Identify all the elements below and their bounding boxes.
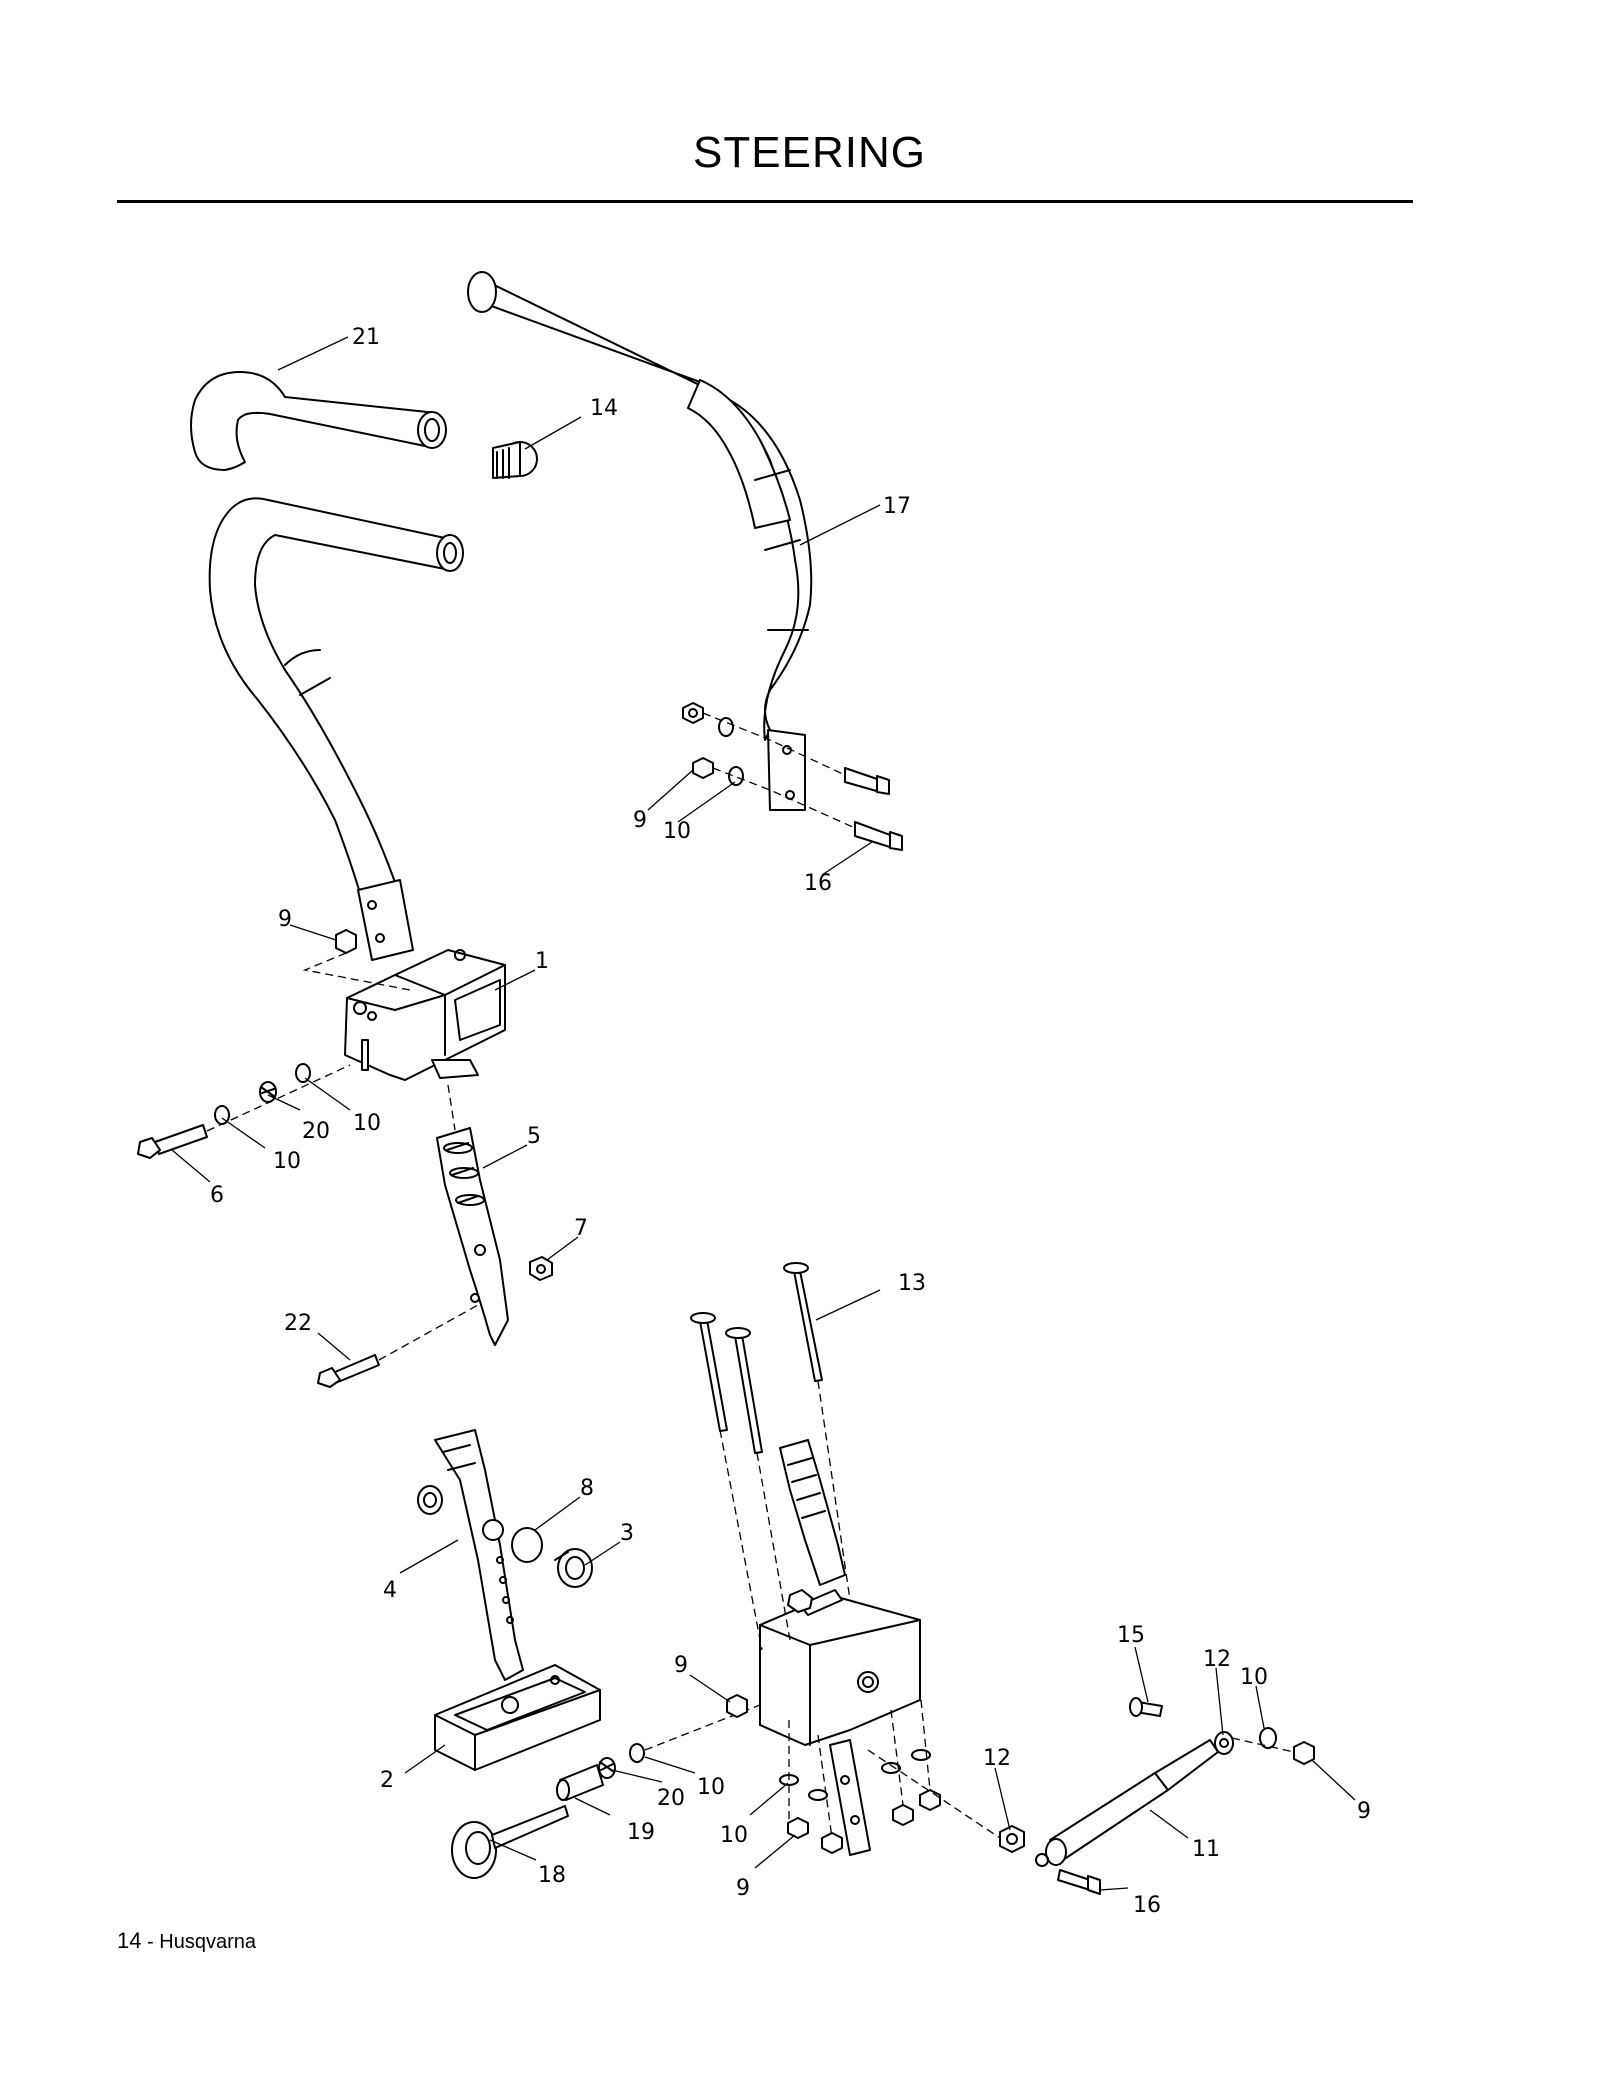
part-9-nut-center — [726, 1694, 748, 1718]
part-1-housing-upper — [344, 949, 506, 1081]
callout-1: 1 — [535, 949, 549, 974]
callout-12a: 12 — [1203, 1647, 1231, 1672]
part-7-nut-hole — [536, 1264, 546, 1274]
part-6-bolt-and-washers — [137, 1063, 351, 1159]
callout-9e: 9 — [736, 1876, 750, 1901]
callout-13: 13 — [898, 1271, 926, 1296]
part-9-nut-upper — [335, 929, 357, 954]
part-17-hardware — [682, 702, 903, 851]
callout-14: 14 — [590, 396, 618, 421]
callout-21: 21 — [352, 325, 380, 350]
part-7-nut — [529, 1256, 553, 1281]
callout-3: 3 — [620, 1521, 634, 1546]
callout-17: 17 — [883, 494, 911, 519]
leader-dash-9b — [302, 952, 411, 991]
callout-18: 18 — [538, 1863, 566, 1888]
callout-9b: 9 — [278, 907, 292, 932]
callout-15: 15 — [1117, 1623, 1145, 1648]
part-3-bushing — [554, 1548, 593, 1588]
callout-12b: 12 — [983, 1746, 1011, 1771]
part-10-washer-lower-left — [629, 1743, 645, 1763]
part-13-bolts — [690, 1262, 823, 1454]
dash-lower-left — [644, 1704, 761, 1751]
part-18-knob — [451, 1805, 569, 1879]
callout-10a: 10 — [663, 819, 691, 844]
assembly-right-steering — [719, 1380, 941, 1856]
part-4-lever — [417, 1429, 524, 1681]
callout-19: 19 — [627, 1820, 655, 1845]
callout-6: 6 — [210, 1183, 224, 1208]
part-5-steering-arm — [436, 1084, 509, 1346]
callout-10e: 10 — [697, 1775, 725, 1800]
part-19-spacer — [556, 1764, 604, 1801]
page-title: STEERING — [693, 128, 926, 177]
callout-10d: 10 — [1240, 1665, 1268, 1690]
callout-16b: 16 — [1133, 1893, 1161, 1918]
dash-right — [1231, 1737, 1295, 1753]
part-15-bolt — [1129, 1697, 1163, 1717]
part-11-damper — [1035, 1731, 1234, 1867]
part-12-ball-joint-lower — [999, 1825, 1025, 1853]
part-22-bolt — [317, 1304, 479, 1388]
callout-5: 5 — [527, 1124, 541, 1149]
dash-damper — [867, 1749, 1001, 1839]
part-9-nut-right — [1293, 1741, 1315, 1765]
callout-9d: 9 — [1357, 1799, 1371, 1824]
part-10-washer-right — [1259, 1727, 1277, 1749]
callout-8: 8 — [580, 1476, 594, 1501]
callout-11: 11 — [1192, 1837, 1220, 1862]
part-20-spring-lower — [598, 1757, 616, 1779]
callout-numbers: 21 14 17 9 10 16 9 1 20 10 10 6 5 7 22 1… — [210, 325, 1371, 1918]
callout-10f: 10 — [720, 1823, 748, 1848]
callout-20a: 20 — [302, 1119, 330, 1144]
callout-4: 4 — [383, 1578, 397, 1603]
part-2-base — [434, 1664, 601, 1771]
part-8-oring — [511, 1527, 543, 1563]
footer-page-number: 14 — [117, 1928, 142, 1953]
title-rule — [117, 200, 1413, 203]
callout-10c: 10 — [273, 1149, 301, 1174]
callout-2: 2 — [380, 1768, 394, 1793]
part-14-plug — [492, 441, 538, 479]
callout-16a: 16 — [804, 871, 832, 896]
callout-7: 7 — [574, 1216, 588, 1241]
callout-9c: 9 — [674, 1653, 688, 1678]
part-17-handle-right — [467, 271, 813, 811]
part-16-bolt-lower — [1057, 1869, 1101, 1895]
footer-brand: - Husqvarna — [141, 1931, 256, 1953]
callout-22: 22 — [284, 1311, 312, 1336]
page-footer: 14 - Husqvarna — [117, 1928, 256, 1954]
callout-20b: 20 — [657, 1786, 685, 1811]
leader-lines — [171, 336, 1356, 1891]
part-21-handle-left — [190, 371, 464, 961]
callout-9a: 9 — [633, 808, 647, 833]
callout-10b: 10 — [353, 1111, 381, 1136]
